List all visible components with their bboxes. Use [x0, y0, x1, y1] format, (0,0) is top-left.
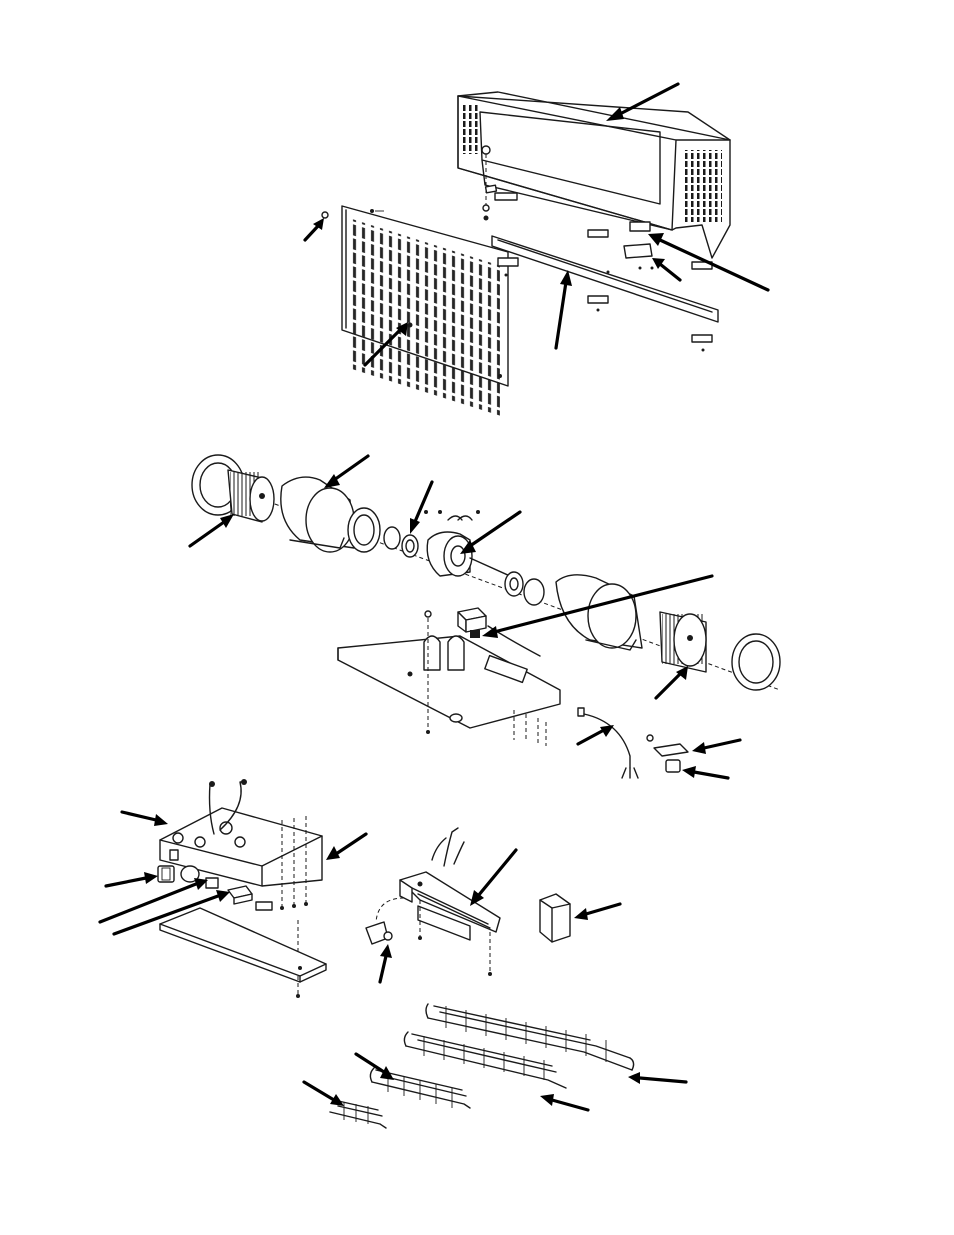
- control-box-assembly: [100, 779, 366, 998]
- heating-element-large: [426, 1004, 634, 1070]
- side-louvres-left: [462, 104, 480, 154]
- left-outlet-ring: [348, 508, 380, 552]
- side-louvres: [684, 150, 722, 222]
- bracket-callout-arrows: [380, 850, 620, 982]
- power-cord-harness: [578, 708, 653, 778]
- blower-base-plate: [338, 636, 560, 728]
- thermostat-box: [540, 894, 570, 942]
- right-motor-rings: [505, 572, 544, 605]
- left-blower-housing: [281, 477, 354, 552]
- small-switch-parts: [654, 744, 688, 772]
- blower-motor-assembly: [190, 455, 780, 778]
- element-bracket: [400, 828, 500, 940]
- bottom-rail: [492, 236, 718, 322]
- heating-element-set: [304, 1004, 686, 1128]
- fan-motor: [424, 510, 510, 576]
- limit-switch: [366, 898, 404, 944]
- motor-mount-rings: [384, 527, 418, 557]
- louvred-grille-panel: [342, 206, 508, 416]
- left-blower-wheel: [228, 470, 274, 522]
- heating-element-medium: [404, 1032, 566, 1088]
- right-blower-wheel: [660, 612, 706, 672]
- cabinet-assembly: [305, 84, 768, 416]
- control-box-cover: [160, 908, 326, 982]
- element-callout-arrows: [304, 1054, 686, 1110]
- right-inlet-ring: [732, 634, 780, 690]
- element-bracket-assembly: [366, 828, 620, 982]
